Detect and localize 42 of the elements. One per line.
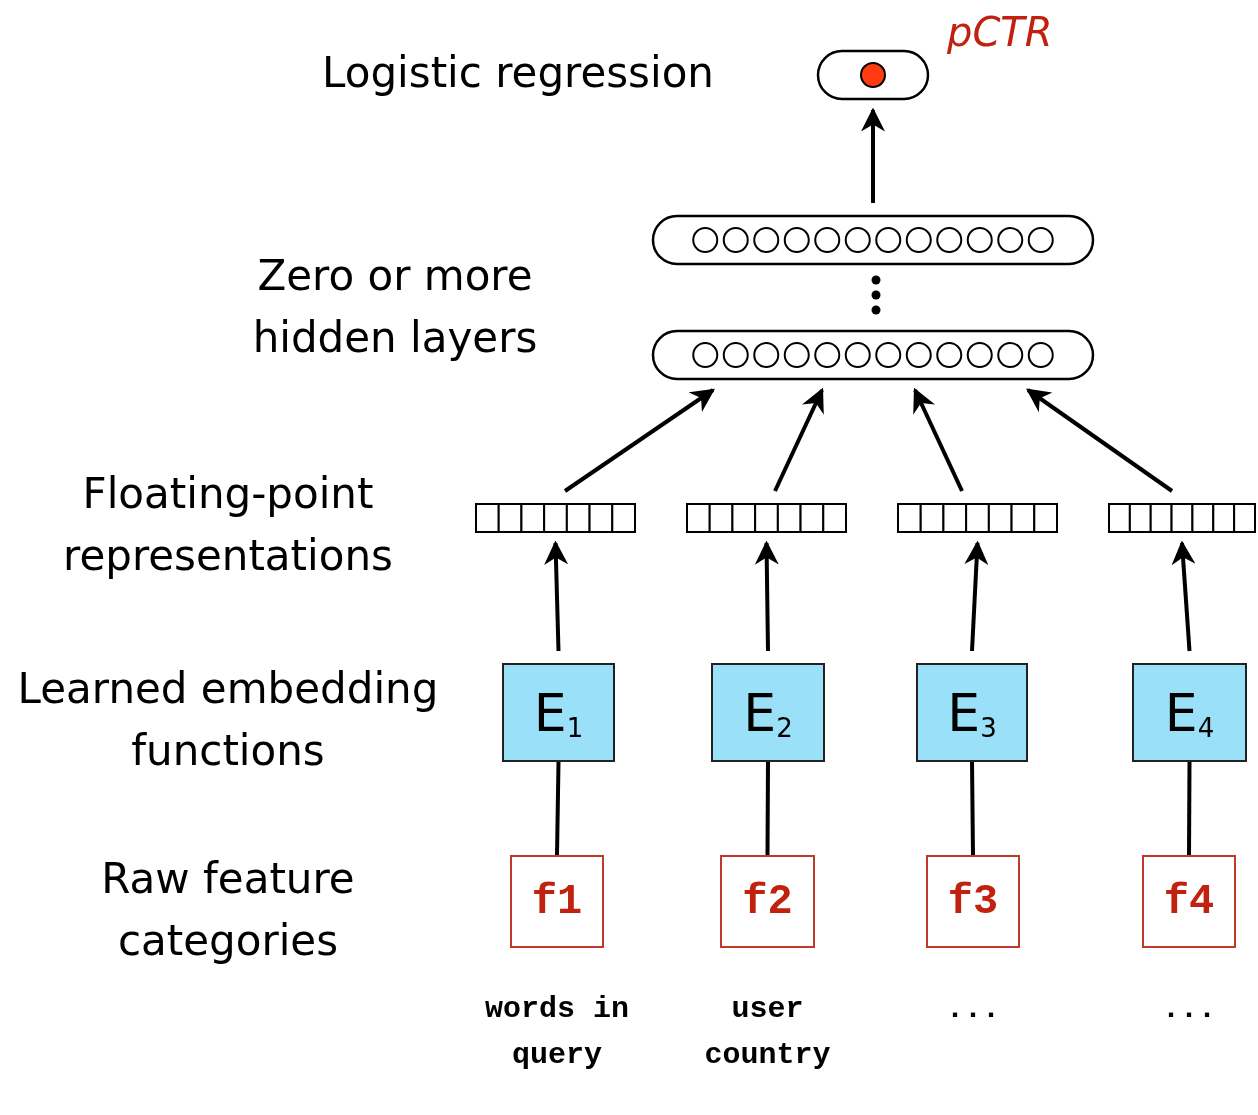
embedding-label: E$_{1}$ [533,686,584,739]
arrow [773,387,824,492]
output-unit [817,50,929,100]
hidden-layer [652,215,1094,265]
embedding-box [1132,663,1247,762]
feature-example: ... [945,991,1001,1028]
feature-box [510,855,604,948]
feature-example: words in query [484,991,630,1074]
layer-caption: Logistic regression [321,47,714,99]
hidden-layer [652,330,1094,380]
output-label: pCTR [947,12,1053,52]
feature-example: user country [703,991,832,1074]
arrow [964,540,989,652]
layer-caption: Learned embedding functions [16,663,440,777]
feature-box [1142,855,1236,948]
feature-label: f1 [531,880,583,923]
layer-caption: Zero or more hidden layers [251,250,539,364]
feature-label: f4 [1163,880,1215,923]
embedding-box [916,663,1028,762]
arrow [1171,540,1196,652]
feature-label: f2 [742,880,793,923]
embedding-label: E$_{4}$ [1164,686,1215,739]
vector-cells [686,503,847,533]
arrow [1026,388,1174,493]
feature-label: f3 [947,880,999,923]
arrow [544,540,569,652]
embedding-box [502,663,615,762]
feature-example: ... [1161,991,1217,1028]
embedding-label: E$_{3}$ [947,686,997,739]
layer-caption: Floating-point representations [62,468,394,582]
embedding-box [711,663,825,762]
arrow [563,388,715,493]
arrow [861,107,885,203]
feature-box [926,855,1020,948]
layer-caption: Raw feature categories [100,853,356,967]
feature-box [720,855,815,948]
embedding-label: E$_{2}$ [743,686,793,739]
vector-cells [475,503,636,533]
arrow [754,540,779,652]
arrow [913,387,964,492]
vector-cells [897,503,1058,533]
vector-cells [1108,503,1256,533]
